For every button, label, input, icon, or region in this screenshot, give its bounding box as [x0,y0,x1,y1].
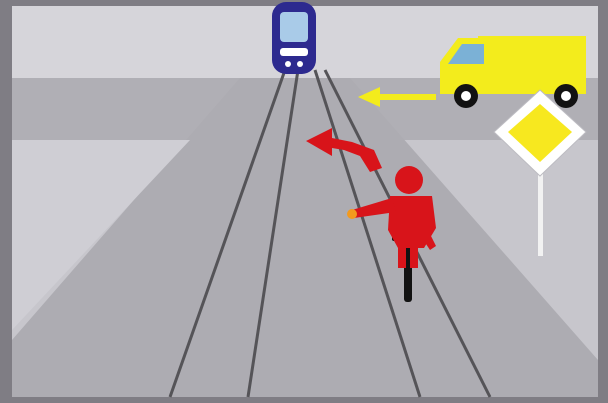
tram-headlight-right [297,61,303,67]
cyclist-hand [347,209,357,219]
cyclist-head [395,166,423,194]
tram-headlight-left [285,61,291,67]
arrow-shaft [378,94,436,100]
tram-front [272,2,316,74]
cyclist-leg-right [410,248,418,268]
truck-hubcap-rear [561,91,571,101]
cyclist-leg-left [398,248,406,268]
tram-lights [280,48,308,56]
truck-hubcap-front [461,91,471,101]
tram-window [280,12,308,42]
sign-pole [538,168,543,256]
